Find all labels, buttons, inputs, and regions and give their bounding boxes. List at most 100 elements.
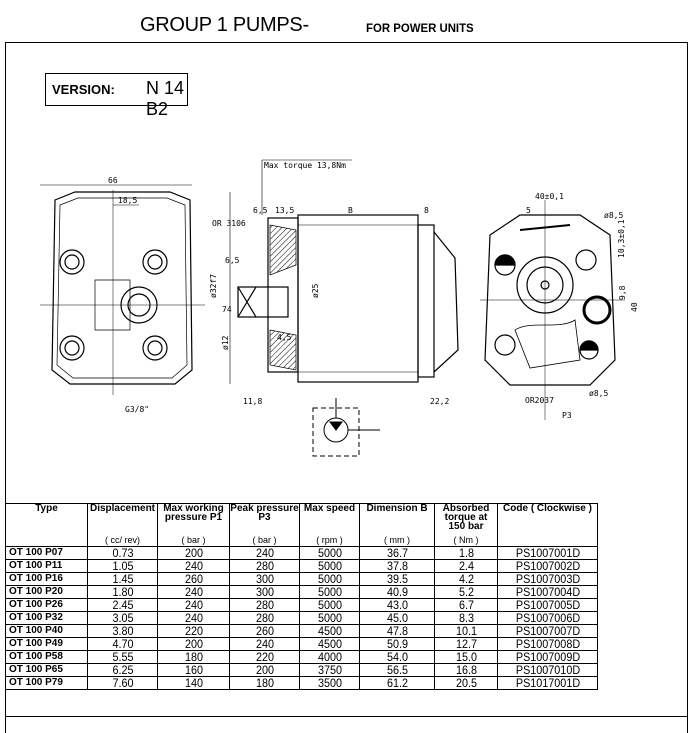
- dim-rear-v1: 10,3±0,1: [617, 219, 626, 258]
- table-cell: 5000: [302, 585, 357, 599]
- table-cell: 50.9: [362, 637, 432, 651]
- dim-rear-p3: P3: [562, 411, 572, 420]
- table-cell: 220: [160, 624, 227, 638]
- table-cell: PS1007004D: [502, 585, 593, 599]
- table-cell: 4.2: [437, 572, 495, 586]
- table-cell: 15.0: [437, 650, 495, 664]
- dim-rear-s: 5: [526, 206, 531, 215]
- cell-type: OT 100 P16: [5, 572, 88, 586]
- column-header-unit: ( bar ): [181, 535, 206, 545]
- table-cell: PS1017001D: [502, 676, 593, 690]
- table-cell: 160: [160, 663, 227, 677]
- table-cell: PS1007007D: [502, 624, 593, 638]
- column-header: Peak pressure P3 ( bar ): [229, 503, 300, 547]
- dim-side-d3: 4,5: [277, 333, 292, 342]
- table-cell: 200: [160, 546, 227, 560]
- table-cell: 180: [232, 676, 297, 690]
- cell-type: OT 100 P65: [5, 663, 88, 677]
- table-cell: 240: [160, 559, 227, 573]
- dim-side-bore: ø25: [311, 283, 320, 298]
- table-cell: 200: [232, 663, 297, 677]
- pump-technical-drawing: 66 18,5 74 G3/8" Max torque 13,8Nm OR 31…: [40, 159, 639, 457]
- column-header: Code ( Clockwise ): [497, 503, 598, 547]
- version-box: VERSION: N 14 B2: [45, 73, 188, 119]
- table-cell: 240: [160, 611, 227, 625]
- cell-type: OT 100 P49: [5, 637, 88, 651]
- table-cell: PS1007010D: [502, 663, 593, 677]
- table-cell: 5000: [302, 559, 357, 573]
- table-cell: 240: [232, 637, 297, 651]
- cell-type: OT 100 P07: [5, 546, 88, 560]
- table-cell: 47.8: [362, 624, 432, 638]
- label-max-torque: Max torque 13,8Nm: [264, 161, 346, 170]
- dim-side-d4: 11,8: [243, 397, 262, 406]
- cell-type: OT 100 P11: [5, 559, 88, 573]
- cell-type: OT 100 P40: [5, 624, 88, 638]
- page-subtitle: FOR POWER UNITS: [366, 21, 474, 35]
- table-cell: 37.8: [362, 559, 432, 573]
- dim-front-offset: 18,5: [118, 196, 137, 205]
- label-oring: OR 3106: [212, 219, 246, 228]
- table-cell: 61.2: [362, 676, 432, 690]
- table-cell: 45.0: [362, 611, 432, 625]
- dim-side-d1: 6,5: [253, 206, 268, 215]
- table-cell: 300: [232, 585, 297, 599]
- column-header-label: Peak pressure P3: [230, 503, 299, 523]
- document-frame: [5, 42, 688, 733]
- dim-side-b1: B: [348, 206, 353, 215]
- dim-side-b2: 8: [424, 206, 429, 215]
- table-cell: 4000: [302, 650, 357, 664]
- table-cell: 3500: [302, 676, 357, 690]
- table-cell: 5.55: [90, 650, 155, 664]
- hydraulic-symbol: [312, 398, 380, 457]
- table-cell: PS1007009D: [502, 650, 593, 664]
- cell-type: OT 100 P58: [5, 650, 88, 664]
- column-header-label: Dimension B: [366, 503, 428, 514]
- column-header-label: Absorbed torque at 150 bar: [442, 503, 490, 532]
- table-cell: 5000: [302, 572, 357, 586]
- table-cell: 56.5: [362, 663, 432, 677]
- dim-front-height: 74: [222, 305, 232, 314]
- table-cell: 8.3: [437, 611, 495, 625]
- table-cell: 1.8: [437, 546, 495, 560]
- dim-side-pilot: ø32f7: [209, 274, 218, 298]
- table-cell: 280: [232, 611, 297, 625]
- table-cell: 3.05: [90, 611, 155, 625]
- column-header-label: Max speed: [303, 503, 356, 514]
- table-cell: 240: [160, 585, 227, 599]
- table-cell: PS1007003D: [502, 572, 593, 586]
- table-cell: 43.0: [362, 598, 432, 612]
- column-header-label: Type: [35, 503, 58, 514]
- table-cell: 280: [232, 559, 297, 573]
- cell-type: OT 100 P79: [5, 676, 88, 690]
- table-cell: 40.9: [362, 585, 432, 599]
- column-header-unit: ( bar ): [252, 535, 277, 545]
- table-cell: 260: [160, 572, 227, 586]
- column-header: Max working pressure P1( bar ): [157, 503, 230, 547]
- rear-view: [480, 200, 625, 420]
- table-cell: 260: [232, 624, 297, 638]
- dim-rear-hole1: ø8,5: [604, 211, 623, 220]
- table-cell: 5000: [302, 546, 357, 560]
- page-title: GROUP 1 PUMPS-: [140, 14, 309, 36]
- column-header-label: Displacement: [89, 503, 156, 514]
- column-header-unit: ( Nm ): [453, 535, 479, 545]
- table-cell: 240: [232, 546, 297, 560]
- table-cell: 1.45: [90, 572, 155, 586]
- table-cell: PS1007002D: [502, 559, 593, 573]
- column-header: Dimension B( mm ): [359, 503, 435, 547]
- table-cell: 1.05: [90, 559, 155, 573]
- cell-type: OT 100 P20: [5, 585, 88, 599]
- column-header-unit: ( rpm ): [316, 535, 343, 545]
- table-cell: 180: [160, 650, 227, 664]
- table-cell: 240: [160, 598, 227, 612]
- table-cell: 36.7: [362, 546, 432, 560]
- cell-type: OT 100 P32: [5, 611, 88, 625]
- table-cell: 3.80: [90, 624, 155, 638]
- dim-side-shaft-dia: ø12: [221, 335, 230, 350]
